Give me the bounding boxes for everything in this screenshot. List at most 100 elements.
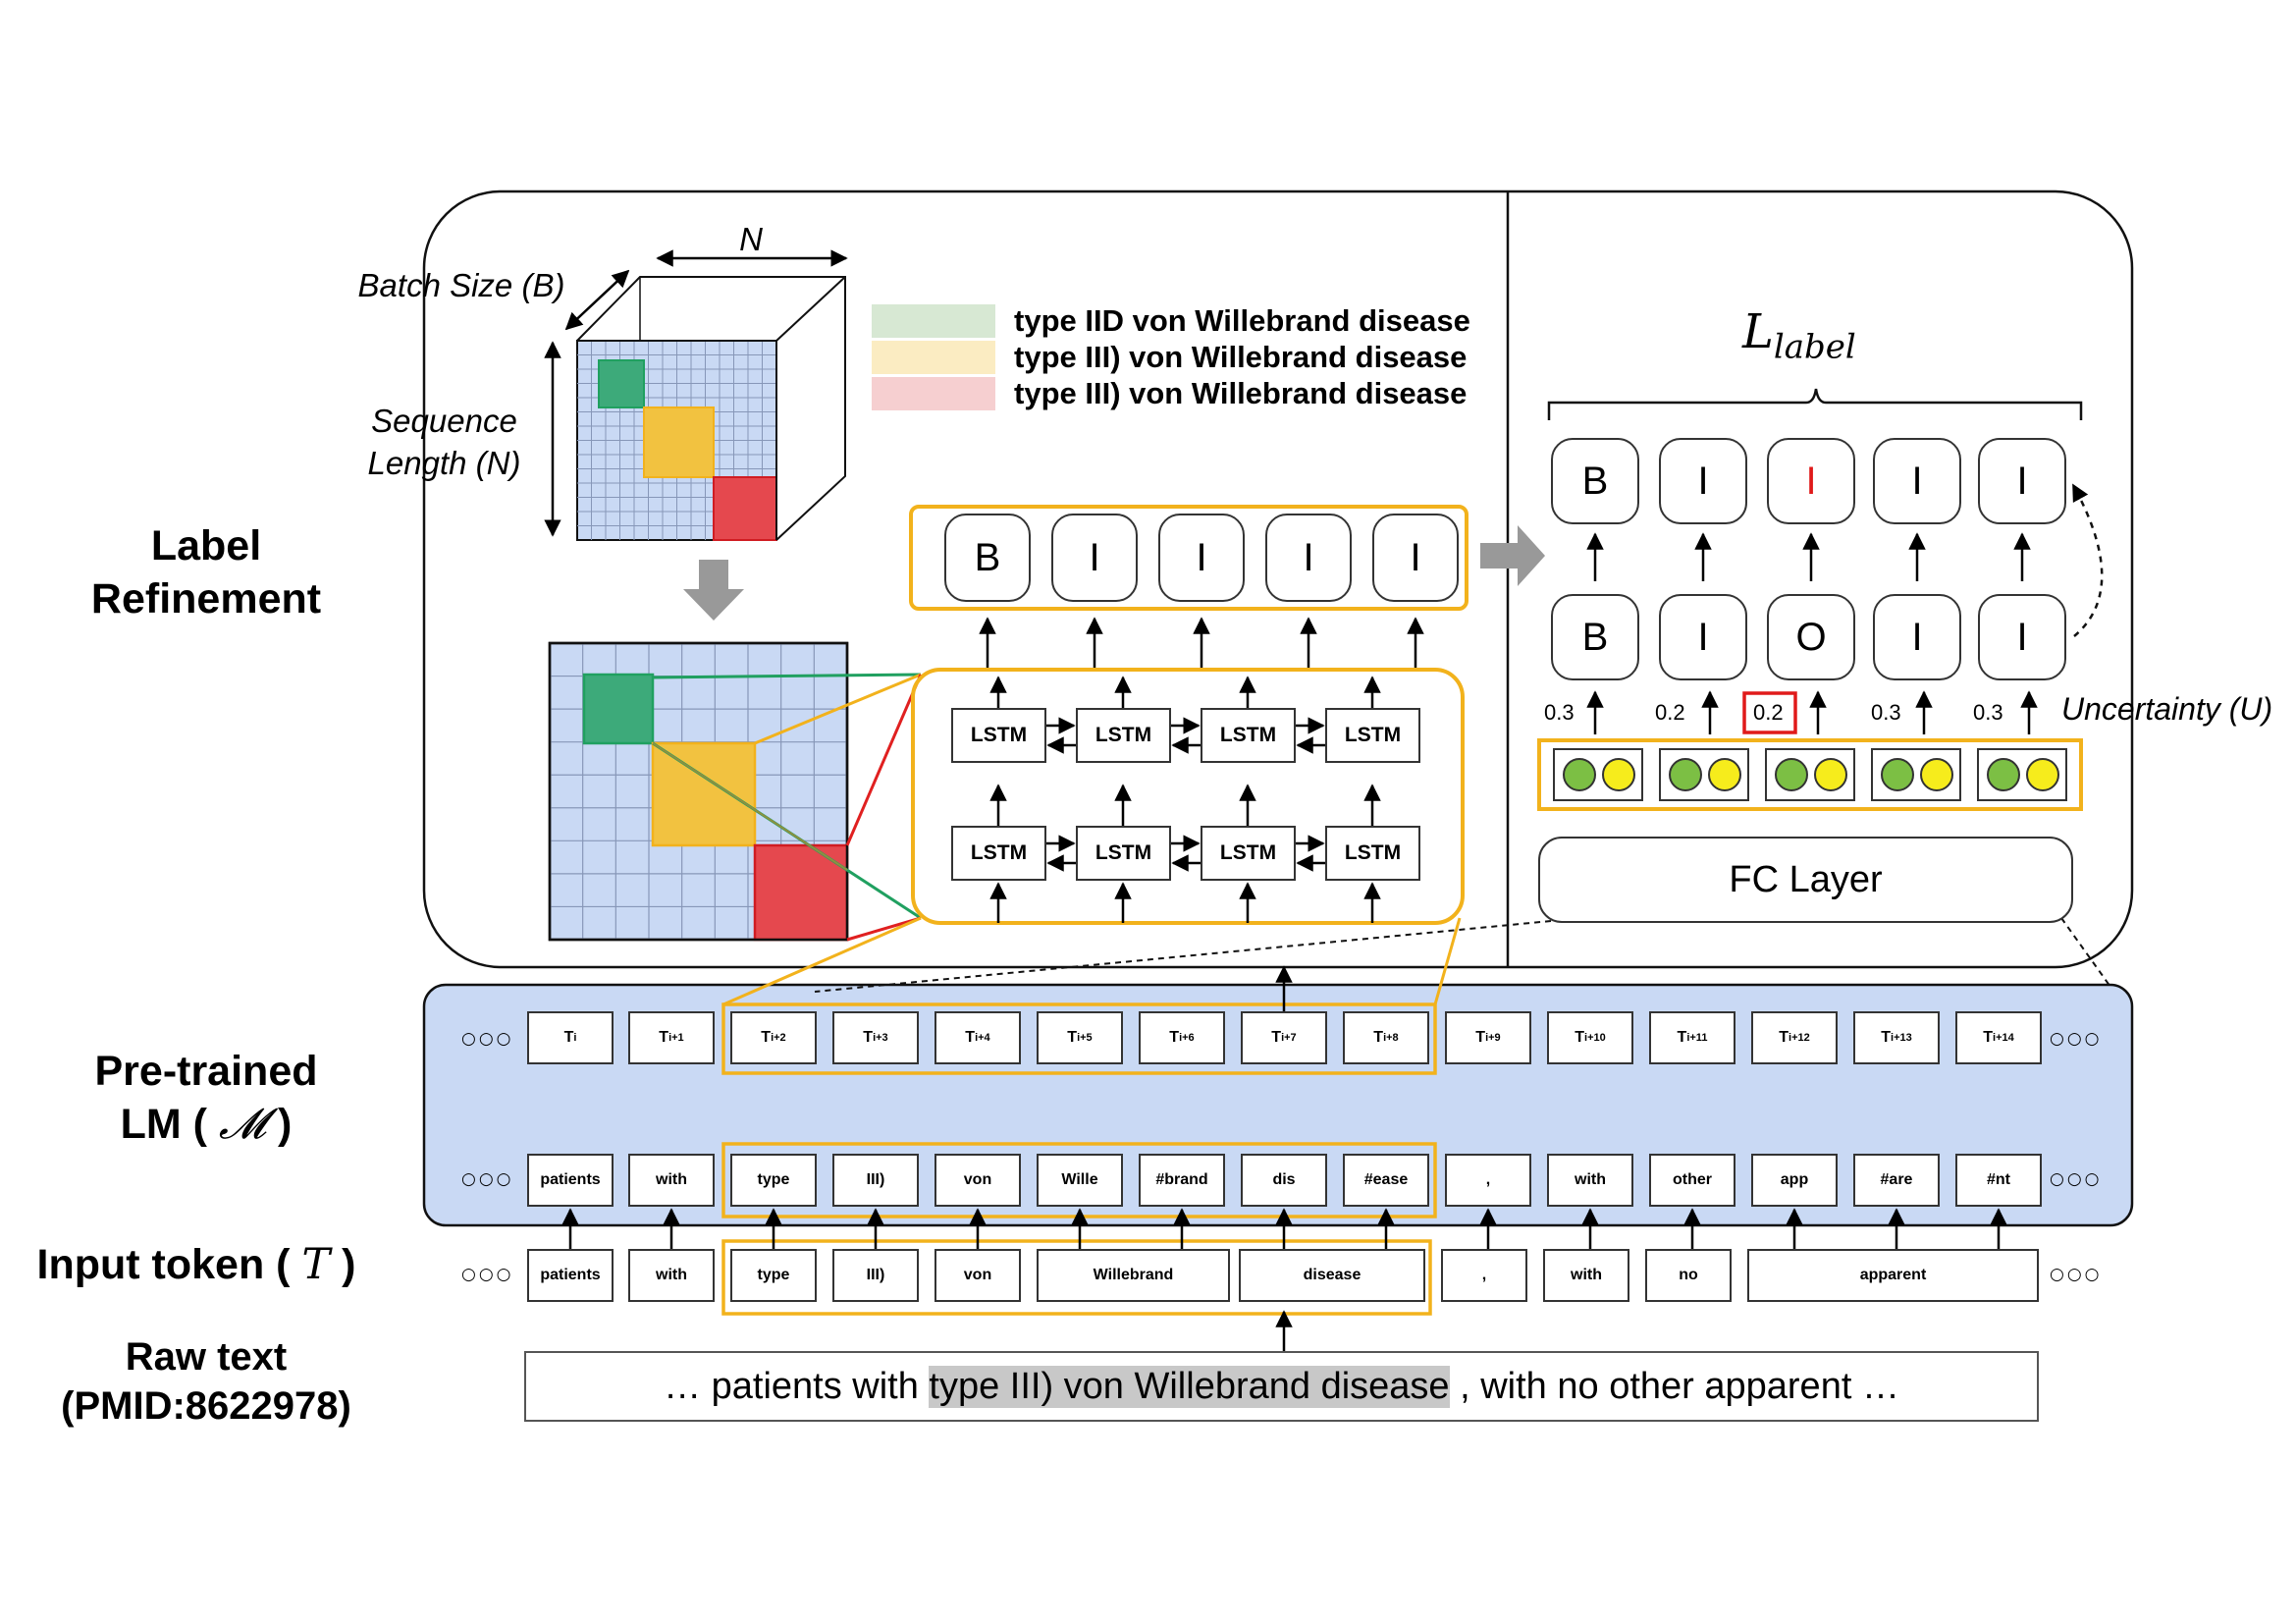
uncertainty-circle-pair bbox=[1871, 748, 1961, 801]
uncertainty-label: Uncertainty (U) bbox=[2061, 691, 2273, 727]
legend-item-1: type IID von Willebrand disease bbox=[1014, 303, 1470, 338]
refined-label: B bbox=[1551, 438, 1639, 524]
grid-yellow-block bbox=[651, 741, 757, 847]
token-base: T bbox=[761, 1029, 772, 1046]
token-base: T bbox=[1779, 1029, 1789, 1046]
loss-brace bbox=[1547, 388, 2083, 420]
batch-arrow bbox=[564, 269, 630, 331]
token-base: T bbox=[863, 1029, 874, 1046]
yellow-circle-icon bbox=[1708, 758, 1741, 791]
token-base: T bbox=[1067, 1029, 1078, 1046]
legend-swatch-green bbox=[872, 304, 995, 338]
lm-symbol: 𝓜 bbox=[218, 1099, 267, 1149]
lm-subword-token: III) bbox=[832, 1154, 919, 1207]
lstm-block-border bbox=[911, 668, 1465, 925]
raw-text-title: Raw text (PMID:8622978) bbox=[61, 1335, 351, 1428]
refined-label: I bbox=[1873, 438, 1961, 524]
lstm-output-label: I bbox=[1372, 514, 1459, 602]
input-token: with bbox=[1543, 1249, 1629, 1302]
token-base: T bbox=[1881, 1029, 1892, 1046]
ellipsis-dots: ○○○ bbox=[2050, 1169, 2103, 1189]
loss-label: Llabel bbox=[1742, 304, 1856, 367]
input-token: , bbox=[1441, 1249, 1527, 1302]
raw-text-after: , with no other apparent … bbox=[1449, 1365, 1899, 1407]
input-token: patients bbox=[527, 1249, 614, 1302]
loss-sub: label bbox=[1773, 327, 1856, 367]
token-base: T bbox=[1983, 1029, 1994, 1046]
yellow-circle-icon bbox=[1920, 758, 1953, 791]
ellipsis-dots: ○○○ bbox=[461, 1265, 514, 1284]
initial-label: B bbox=[1551, 594, 1639, 680]
lstm-cell: LSTM bbox=[951, 826, 1046, 881]
raw-text-highlight: type III) von Willebrand disease bbox=[929, 1365, 1450, 1408]
token-index: i+14 bbox=[1993, 1032, 2014, 1044]
token-base: T bbox=[1169, 1029, 1180, 1046]
initial-label: I bbox=[1978, 594, 2066, 680]
green-circle-icon bbox=[1669, 758, 1702, 791]
lm-subword-token: #are bbox=[1853, 1154, 1940, 1207]
cube-yellow-block bbox=[643, 406, 715, 478]
legend-swatch-red bbox=[872, 377, 995, 410]
lm-subword-token: with bbox=[1547, 1154, 1633, 1207]
token-index: i bbox=[573, 1032, 577, 1044]
uncertainty-circle-pair bbox=[1765, 748, 1855, 801]
lstm-cell: LSTM bbox=[1076, 826, 1171, 881]
lstm-output-label: I bbox=[1051, 514, 1138, 602]
lm-subword-token: patients bbox=[527, 1154, 614, 1207]
input-token: type bbox=[730, 1249, 817, 1302]
refined-label: I bbox=[1659, 438, 1747, 524]
initial-label: O bbox=[1767, 594, 1855, 680]
lstm-cell: LSTM bbox=[951, 708, 1046, 763]
yellow-circle-icon bbox=[1602, 758, 1635, 791]
token-base: T bbox=[965, 1029, 976, 1046]
token-index: i+13 bbox=[1891, 1032, 1912, 1044]
refined-label: I bbox=[1978, 438, 2066, 524]
lstm-output-border bbox=[909, 505, 1468, 611]
input-span-border bbox=[721, 1239, 1432, 1316]
lm-subword-token: other bbox=[1649, 1154, 1735, 1207]
lstm-output-label: B bbox=[944, 514, 1031, 602]
lstm-cell: LSTM bbox=[1201, 708, 1296, 763]
token-index: i+2 bbox=[771, 1032, 786, 1044]
green-circle-icon bbox=[1563, 758, 1596, 791]
input-token: apparent bbox=[1747, 1249, 2039, 1302]
token-base: T bbox=[1271, 1029, 1282, 1046]
ellipsis-dots: ○○○ bbox=[461, 1029, 514, 1049]
n-label: N bbox=[739, 221, 763, 257]
lm-subword-token: #ease bbox=[1343, 1154, 1429, 1207]
uncertainty-block-border bbox=[1537, 738, 2083, 811]
uncertainty-value: 0.3 bbox=[1973, 700, 2003, 725]
dashed-feedback-arrow bbox=[2071, 483, 2104, 637]
input-token: disease bbox=[1239, 1249, 1425, 1302]
gray-down-arrow bbox=[683, 560, 744, 621]
lstm-cell: LSTM bbox=[1201, 826, 1296, 881]
legend-item-3: type III) von Willebrand disease bbox=[1014, 376, 1468, 410]
token-index: i+12 bbox=[1789, 1032, 1810, 1044]
lm-subword-token: type bbox=[730, 1154, 817, 1207]
refined-label: I bbox=[1767, 438, 1855, 524]
lm-subword-token: with bbox=[628, 1154, 715, 1207]
initial-label: I bbox=[1873, 594, 1961, 680]
pretrained-lm-text: Pre-trained LM ( bbox=[94, 1048, 318, 1148]
token-symbol: T bbox=[301, 1240, 331, 1289]
label-refinement-title: Label Refinement bbox=[90, 522, 322, 623]
uncertain-value-highlight bbox=[1742, 691, 1797, 734]
input-token-title: Input token ( T ) bbox=[10, 1239, 383, 1292]
initial-label: I bbox=[1659, 594, 1747, 680]
token-index: i+11 bbox=[1686, 1032, 1708, 1044]
raw-text-box: … patients with type III) von Willebrand… bbox=[524, 1351, 2039, 1422]
batch-size-label: Batch Size (B) bbox=[357, 267, 565, 303]
uncertainty-circle-pair bbox=[1977, 748, 2067, 801]
lm-subword-token: #brand bbox=[1139, 1154, 1225, 1207]
token-index: i+8 bbox=[1383, 1032, 1399, 1044]
